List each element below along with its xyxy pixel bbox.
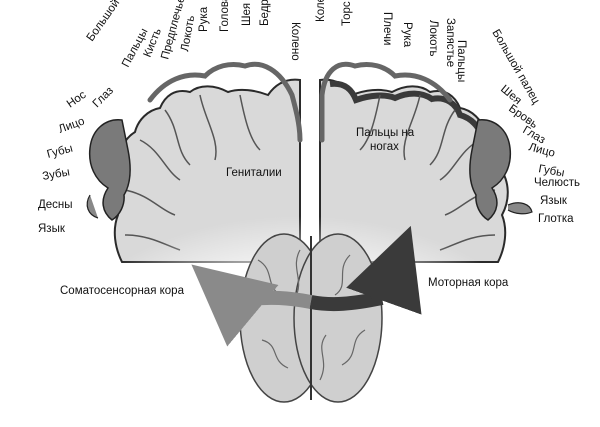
motor-label-13: Челюсть [534, 177, 580, 189]
motor-label-6: Пальцы [455, 40, 467, 82]
motor-face [469, 119, 512, 221]
motor-body-limb [319, 61, 453, 143]
sensory-tongue [86, 194, 99, 219]
sensory-label-14: Шея [241, 3, 253, 26]
brain-top-view [239, 233, 384, 403]
motor-tongue [507, 202, 533, 215]
sensory-label-15: Бедро [259, 0, 271, 26]
motor-label-0: Колено [315, 0, 327, 22]
motor-region-line-1: Пальцы на [356, 127, 415, 139]
motor-strip-band [309, 291, 384, 312]
sensory-label-7: Глаз [91, 85, 116, 110]
motor-label-3: Рука [401, 22, 413, 48]
sensory-label-9: Лицо [57, 115, 86, 135]
sensory-label-13: Язык [38, 223, 66, 235]
motor-label-15: Глотка [538, 213, 574, 225]
motor-label-4: Локоть [427, 20, 439, 57]
sensory-label-2: Локоть [179, 14, 197, 52]
sensory-title: Соматосенсорная кора [60, 285, 185, 297]
sensory-label-11: Зубы [41, 166, 70, 183]
brain-right-hemisphere [293, 233, 383, 403]
sensory-label-0: Голова [219, 0, 231, 32]
sensory-label-8: Нос [65, 89, 89, 111]
sensory-homunculus [86, 61, 303, 221]
motor-label-5: Запястье [444, 18, 456, 67]
sensory-label-16: Колено [289, 22, 301, 61]
sensory-label-10: Губы [46, 143, 74, 161]
motor-label-2: Плечи [381, 12, 393, 45]
motor-label-11: Лицо [527, 141, 556, 160]
motor-label-1: Торс [341, 1, 353, 26]
motor-cortex-folds [359, 94, 496, 251]
sensory-label-1: Рука [198, 6, 210, 32]
motor-title: Моторная кора [428, 277, 509, 289]
sensory-cortex-folds [124, 94, 261, 251]
sensory-body-limb [147, 61, 303, 143]
sensory-face [88, 119, 131, 221]
sensory-label-12: Десны [38, 199, 73, 211]
motor-arrow [346, 225, 422, 315]
motor-label-12: Губы [537, 163, 565, 179]
motor-region-line-2: ногах [370, 141, 399, 153]
motor-label-8: Шея [498, 83, 523, 107]
sensory-region-label: Гениталии [226, 167, 282, 179]
motor-region-label: Пальцы на ногах [356, 127, 417, 153]
motor-homunculus [319, 61, 533, 221]
motor-label-9: Бровь [506, 103, 539, 131]
sensory-arrow [191, 264, 279, 347]
motor-label-14: Язык [540, 195, 568, 207]
